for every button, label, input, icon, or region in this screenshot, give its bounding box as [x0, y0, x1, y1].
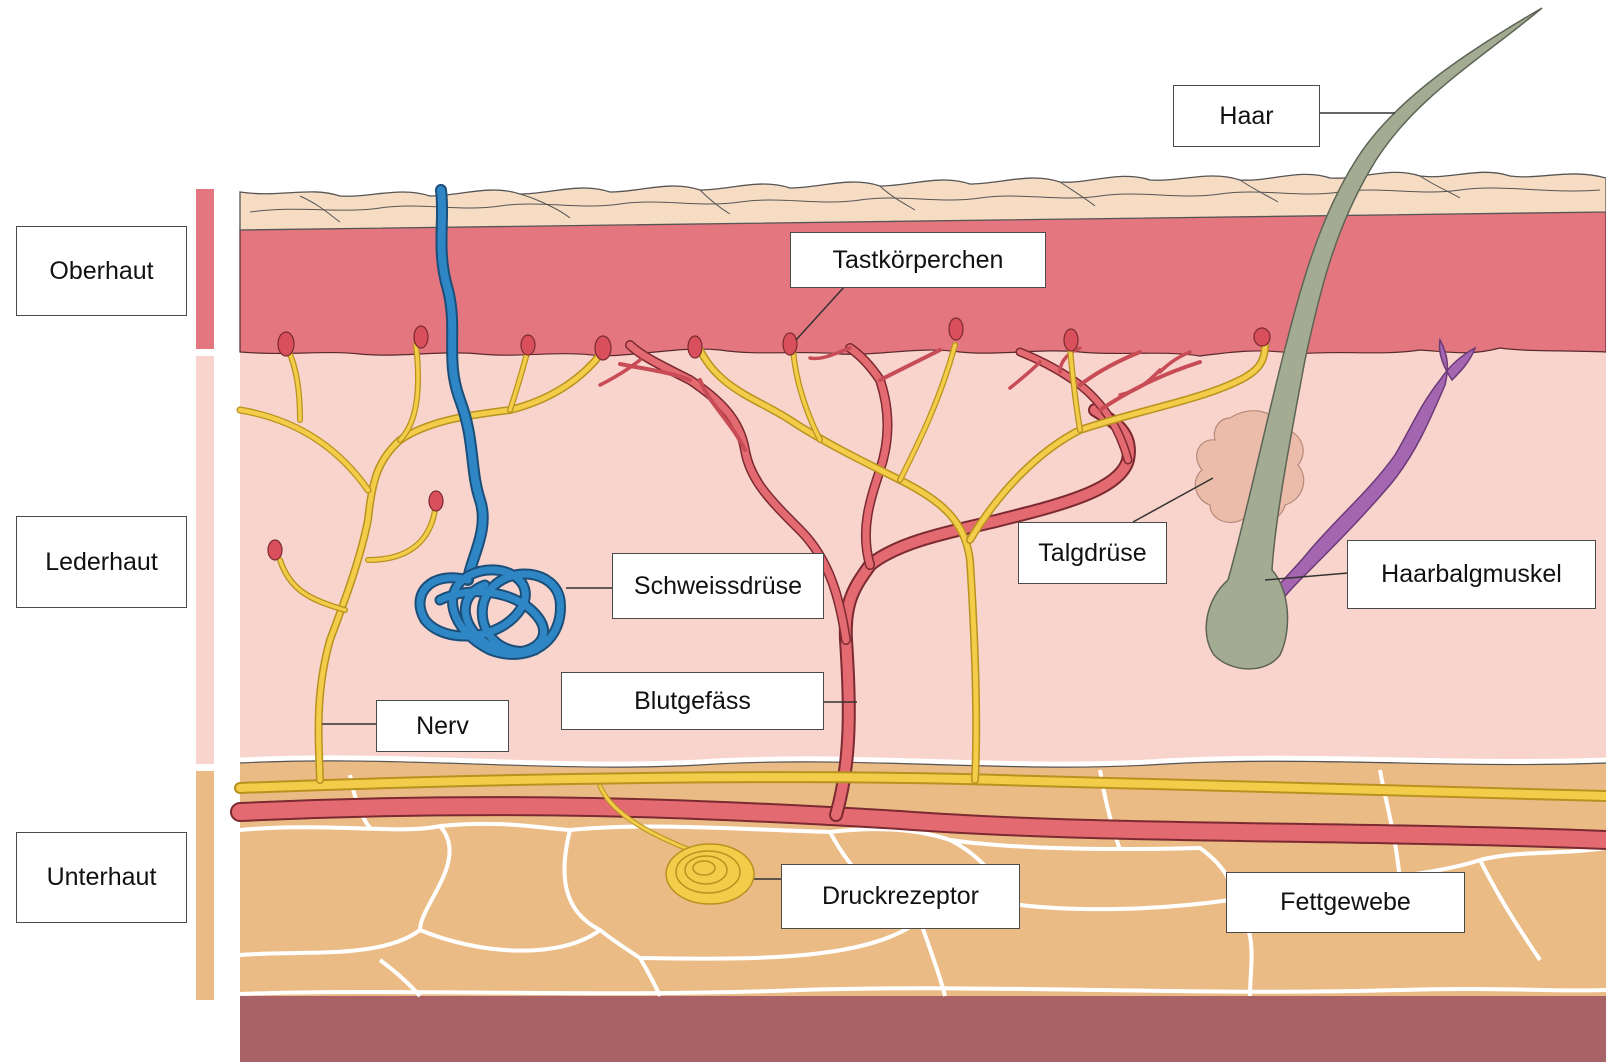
label-fettgewebe: Fettgewebe [1226, 872, 1465, 933]
label-haarbalgmuskel: Haarbalgmuskel [1347, 540, 1596, 609]
lederhaut-bar [196, 356, 214, 764]
label-blutgefaess: Blutgefäss [561, 672, 824, 730]
label-druckrezeptor: Druckrezeptor [781, 864, 1020, 929]
label-haar: Haar [1173, 85, 1320, 147]
label-schweissdruese: Schweissdrüse [612, 553, 824, 619]
label-talgdruese: Talgdrüse [1018, 522, 1167, 584]
muscle-layer [240, 996, 1606, 1062]
oberhaut-bar [196, 189, 214, 349]
pressure-receptor-icon [666, 844, 754, 904]
unterhaut-bar [196, 771, 214, 1000]
label-nerv: Nerv [376, 700, 509, 752]
label-tastkoerperchen: Tastkörperchen [790, 232, 1046, 288]
label-oberhaut: Oberhaut [16, 226, 187, 316]
label-unterhaut: Unterhaut [16, 832, 187, 923]
label-lederhaut: Lederhaut [16, 516, 187, 608]
